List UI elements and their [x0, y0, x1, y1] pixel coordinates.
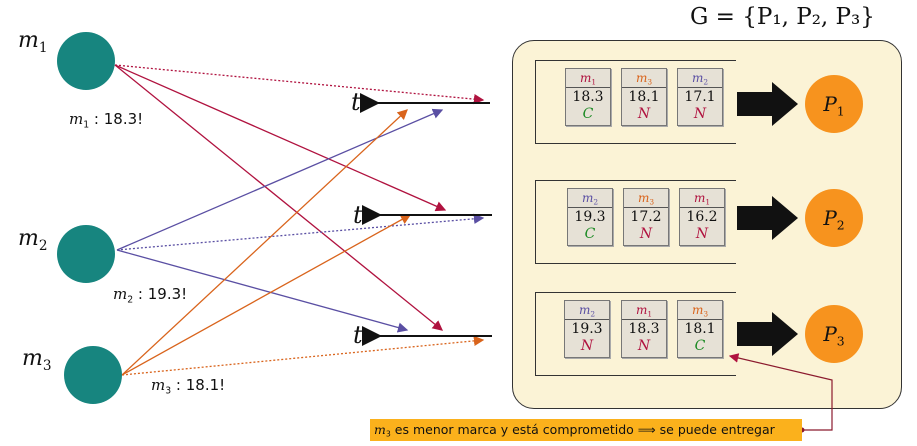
m3-to-p2-line [121, 214, 412, 376]
queue3-card1: m2 19.3 N [564, 300, 610, 358]
card-id: m1 [622, 301, 666, 320]
queue-row-2 [535, 180, 736, 264]
card-status: C [582, 106, 594, 122]
card-id: m2 [565, 301, 609, 320]
m1-to-p1-line [114, 64, 485, 105]
m2-timestamp: m2 : 19.3! [113, 285, 188, 306]
delivery-note: m3 es menor marca y está comprometido ⟹ … [370, 419, 802, 441]
card-id: m3 [624, 189, 668, 208]
node-m2 [57, 225, 115, 283]
card-id: m3 [622, 69, 666, 88]
group-title: G = {P₁, P₂, P₃} [690, 4, 875, 30]
node-m1 [57, 32, 115, 90]
process-p3: P3 [805, 305, 863, 363]
card-value: 16.2 [686, 209, 718, 225]
node-m3-label: m3 [22, 346, 52, 374]
process-p1: P1 [805, 75, 863, 133]
m2-to-p2-line [116, 213, 485, 251]
card-value: 18.1 [684, 321, 716, 337]
card-value: 19.3 [574, 209, 606, 225]
card-value: 19.3 [571, 321, 603, 337]
queue-row-3 [535, 292, 736, 376]
node-m1-label: m1 [18, 28, 48, 56]
card-status: N [637, 338, 651, 354]
queue2-card3: m1 16.2 N [679, 188, 725, 246]
m1-to-p3-line [114, 64, 444, 331]
card-status: C [584, 226, 596, 242]
m3-to-p3-line [121, 335, 485, 376]
m1-to-p2-line [114, 64, 447, 212]
card-id: m1 [680, 189, 724, 208]
card-id: m1 [566, 69, 610, 88]
queue-arrow-2 [737, 196, 798, 240]
queue-arrow-3 [737, 312, 798, 356]
card-value: 18.1 [628, 89, 660, 105]
card-status: C [694, 338, 706, 354]
m3-to-p1-line [121, 109, 408, 376]
card-id: m3 [678, 301, 722, 320]
queue2-card1: m2 19.3 C [567, 188, 613, 246]
queue-row-1 [535, 60, 736, 144]
queue1-card3: m2 17.1 N [677, 68, 723, 126]
queue2-card2: m3 17.2 N [623, 188, 669, 246]
m3-timestamp: m3 : 18.1! [151, 376, 226, 397]
queue3-card2: m1 18.3 N [621, 300, 667, 358]
card-status: N [639, 226, 653, 242]
note-connector [728, 353, 833, 431]
card-value: 17.2 [630, 209, 662, 225]
card-id: m2 [568, 189, 612, 208]
node-m3 [64, 346, 122, 404]
card-status: N [695, 226, 709, 242]
queue1-card2: m3 18.1 N [621, 68, 667, 126]
card-status: N [637, 106, 651, 122]
card-value: 18.3 [628, 321, 660, 337]
process-p2: P2 [805, 189, 863, 247]
time-label-3: t [353, 321, 363, 349]
m2-to-p3-line [116, 249, 409, 333]
time-label-1: t [351, 88, 361, 116]
m1-timestamp: m1 : 18.3! [69, 110, 144, 131]
m2-to-p1-line [116, 108, 444, 251]
time-label-2: t [353, 201, 363, 229]
queue-arrow-1 [737, 82, 798, 126]
card-id: m2 [678, 69, 722, 88]
card-value: 18.3 [572, 89, 604, 105]
node-m2-label: m2 [18, 226, 48, 254]
card-value: 17.1 [684, 89, 716, 105]
queue3-card3: m3 18.1 C [677, 300, 723, 358]
card-status: N [580, 338, 594, 354]
queue1-card1: m1 18.3 C [565, 68, 611, 126]
card-status: N [693, 106, 707, 122]
